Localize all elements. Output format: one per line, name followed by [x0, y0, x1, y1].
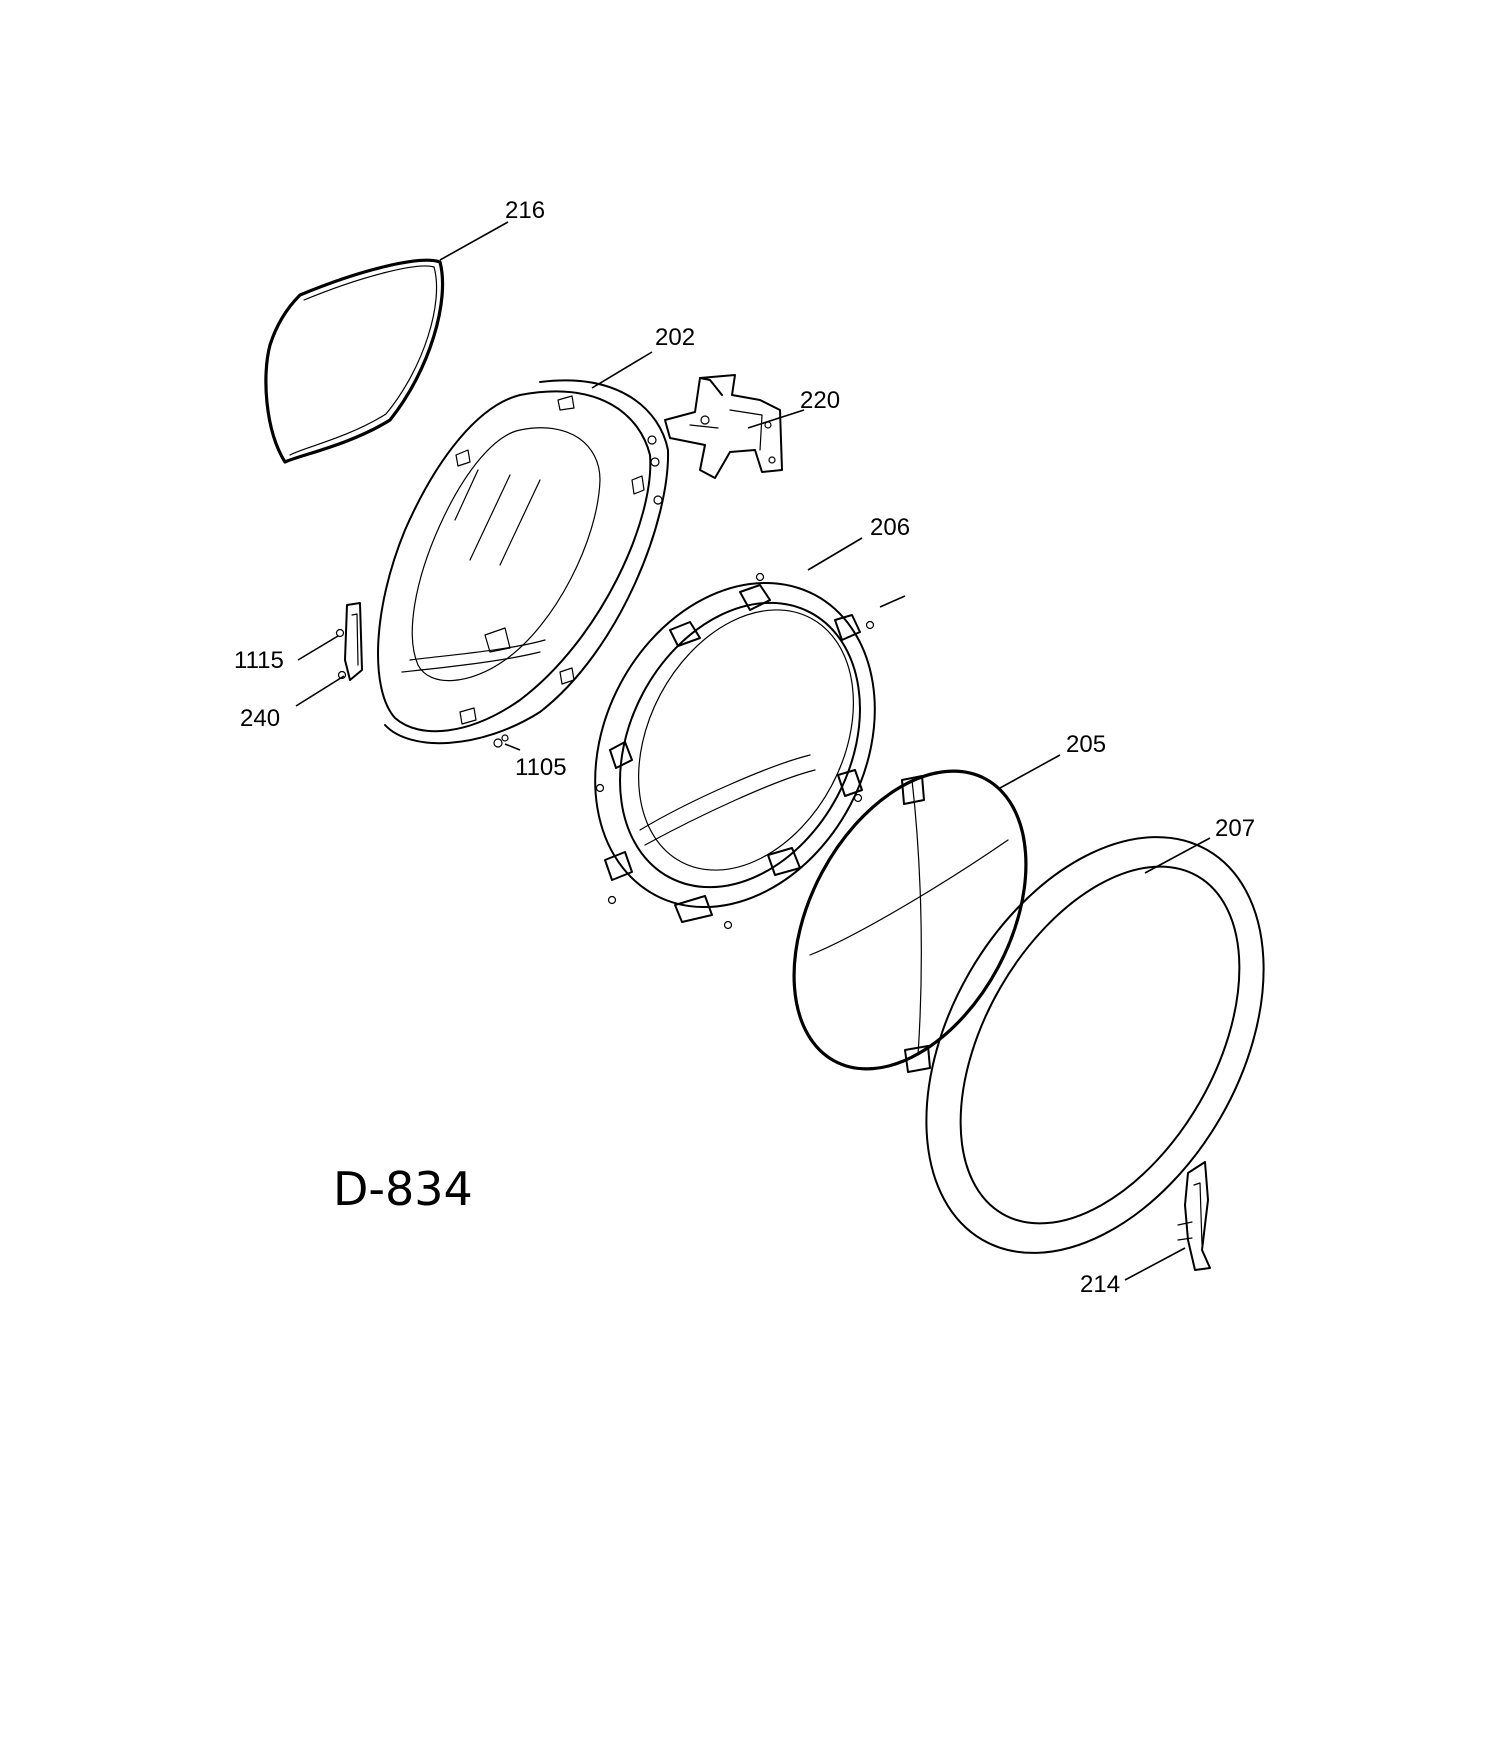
callout-labels: 216 202 220 206 1115 240 1105 205 207 21…	[234, 197, 1255, 1298]
part-1115-screws	[335, 628, 347, 680]
part-214-handle	[1177, 1161, 1211, 1271]
callout-216: 216	[505, 197, 545, 224]
callout-1115: 1115	[234, 647, 284, 674]
diagram-code: D-834	[333, 1162, 473, 1216]
part-207-trim-ring	[925, 836, 1265, 1254]
part-1105-screw	[493, 734, 509, 748]
callout-220: 220	[800, 387, 840, 414]
part-205-glass-ring	[792, 769, 1028, 1073]
part-240-bracket	[344, 602, 363, 681]
part-216-gasket	[264, 258, 445, 464]
callout-1105: 1105	[515, 754, 567, 781]
part-206-outer-frame	[594, 572, 876, 930]
callout-205: 205	[1066, 731, 1106, 758]
callout-240: 240	[240, 705, 280, 732]
leader-lines	[295, 221, 1211, 1281]
screw-set-upper	[647, 435, 663, 505]
callout-206: 206	[870, 514, 910, 541]
callout-207: 207	[1215, 815, 1255, 842]
part-202-door-frame	[377, 379, 670, 745]
callout-214: 214	[1080, 1271, 1120, 1298]
part-220-hinge	[664, 374, 783, 479]
callout-202: 202	[655, 324, 695, 351]
